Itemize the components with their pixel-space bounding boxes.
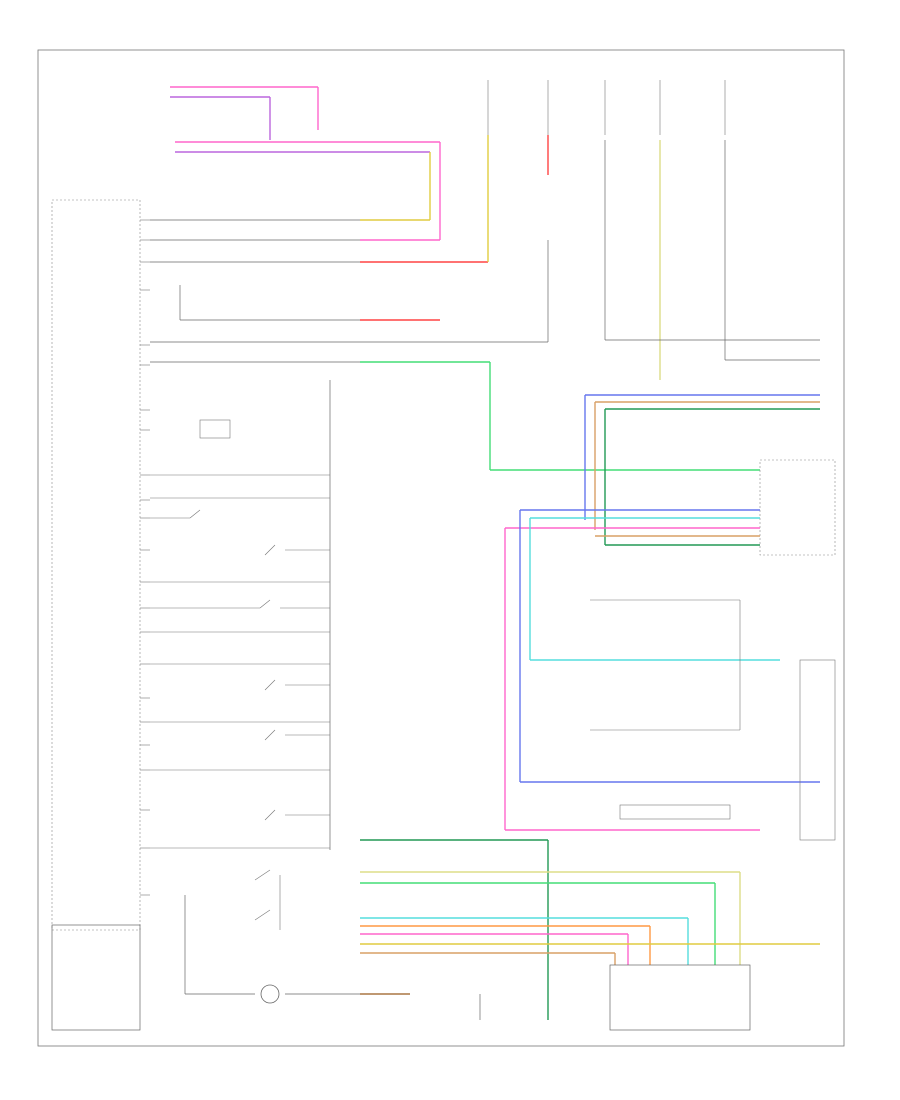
control-module-box <box>51 199 141 931</box>
lamp-icon <box>260 984 280 1004</box>
right-bundle <box>584 394 820 545</box>
control-module-inner <box>51 924 141 1031</box>
diagram-frame <box>37 49 845 1047</box>
top-fuse-row <box>487 80 726 135</box>
module-pin-ticks <box>140 219 150 896</box>
bottom-wires <box>184 839 820 1020</box>
right-connector <box>759 459 836 556</box>
module-output-wires <box>150 135 760 471</box>
bottom-actuator-block <box>609 964 751 1031</box>
internal-switches <box>150 419 330 849</box>
bottom-switch <box>254 869 281 930</box>
connector-feeds <box>504 509 820 831</box>
actuator-rows <box>590 599 836 841</box>
top-left-connector <box>170 86 441 240</box>
